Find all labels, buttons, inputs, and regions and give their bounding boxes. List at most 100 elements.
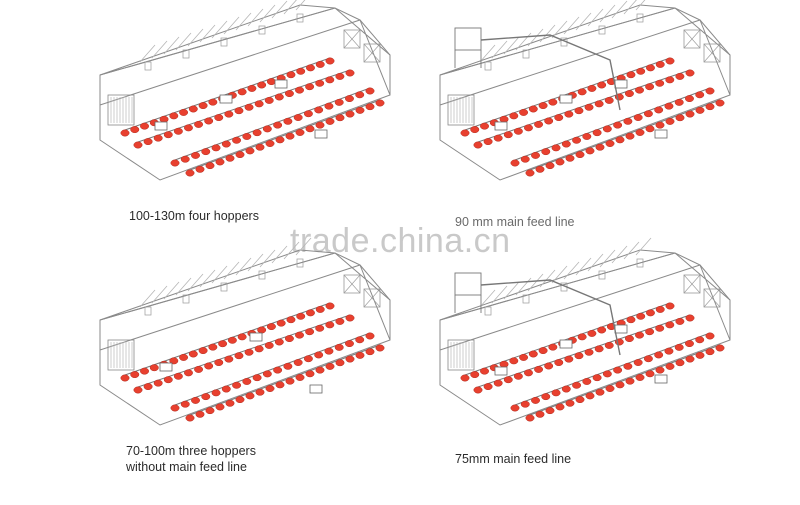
feeder-pan xyxy=(715,99,725,107)
window xyxy=(144,306,152,316)
feeder-pan xyxy=(133,386,143,394)
feeder-pan xyxy=(355,351,365,359)
feeder-pan xyxy=(635,86,644,94)
feeder-pan xyxy=(605,385,615,392)
cooling-pad xyxy=(447,94,475,126)
feeder-pan xyxy=(215,403,225,411)
feeder-pan xyxy=(509,112,519,120)
feeder-pan xyxy=(245,392,255,400)
feeder-pan xyxy=(335,359,345,367)
feeder-pan xyxy=(355,91,365,99)
feeder-pan xyxy=(153,379,163,387)
feeder-pan xyxy=(592,129,602,137)
feeder-pan xyxy=(265,140,275,147)
roof-hatch xyxy=(163,36,180,55)
feeder-pan xyxy=(574,107,584,115)
feeder-pan xyxy=(493,134,503,142)
feeder-pan xyxy=(705,348,715,356)
feeder-pan xyxy=(345,355,355,363)
feeder-pan xyxy=(499,360,509,368)
feeder-pan xyxy=(535,410,545,418)
feeder-pan xyxy=(625,132,635,140)
feeder-pan xyxy=(195,410,205,418)
feeder-pan xyxy=(470,371,480,379)
fan-box xyxy=(683,29,701,49)
feeder-pan xyxy=(242,378,252,385)
roof-hatch xyxy=(587,253,604,272)
house-group xyxy=(99,237,391,426)
hopper xyxy=(154,121,168,131)
house-illustration xyxy=(99,237,391,426)
hopper xyxy=(559,339,573,349)
feeder-pan xyxy=(284,90,294,98)
feeder-pan xyxy=(163,131,173,139)
roof-hatch xyxy=(295,0,306,11)
feeder-pan xyxy=(195,165,205,173)
feeder-pan xyxy=(130,126,140,134)
feeder-pan xyxy=(235,151,245,159)
feeder-pan xyxy=(325,76,335,84)
window xyxy=(220,282,228,292)
hopper xyxy=(249,332,263,342)
feeder-pan xyxy=(266,323,276,331)
diagram-panel-main-feed-line-90 xyxy=(420,0,800,200)
feeder-pan xyxy=(232,381,242,389)
feeder-pan xyxy=(499,115,509,123)
feeder-pan xyxy=(602,125,612,133)
roof-hatch xyxy=(223,16,240,35)
feeder-pan xyxy=(204,117,214,125)
feeder-pan xyxy=(595,388,605,396)
feeder-pan xyxy=(645,328,655,336)
feeder-pan xyxy=(565,154,575,162)
main-feed-line xyxy=(480,34,621,111)
roof-hatch xyxy=(503,281,520,300)
roof-hatch xyxy=(515,277,532,296)
feeder-pan xyxy=(375,344,385,352)
feeder-pan xyxy=(655,324,665,332)
feeder-pan xyxy=(232,136,242,144)
feeder-pan xyxy=(574,352,584,360)
feeder-pan xyxy=(305,83,315,91)
fan-blade xyxy=(683,29,701,49)
feeder-pan xyxy=(169,357,179,365)
feeder-pan xyxy=(460,129,470,137)
feeder-pan xyxy=(582,133,592,140)
feeder-pan xyxy=(285,377,295,385)
feeder-pan xyxy=(355,336,365,344)
roof xyxy=(439,249,676,321)
feed-line xyxy=(137,314,351,388)
feeder-pan xyxy=(685,314,695,322)
feeder-pan xyxy=(604,96,614,104)
back-wall xyxy=(99,7,361,105)
caption-four-hoppers: 100-130m four hoppers xyxy=(129,208,259,224)
feeder-pan xyxy=(194,120,204,128)
hopper xyxy=(654,129,668,139)
feeder-pan xyxy=(303,355,313,363)
feeder-pan xyxy=(262,370,272,378)
cooling-pad xyxy=(107,339,135,371)
feeder-pan xyxy=(645,125,655,133)
feeder-pan xyxy=(655,366,665,374)
fan-blade xyxy=(343,29,361,49)
feeder-pan xyxy=(510,159,520,167)
feeder-pan xyxy=(201,148,211,156)
roof-hatch xyxy=(283,0,297,15)
feeder-pan xyxy=(509,357,519,365)
feeder-pan xyxy=(133,141,143,149)
feeder-pan xyxy=(264,341,274,349)
feeder-pan xyxy=(613,366,623,374)
roof xyxy=(99,249,336,321)
roof-hatch xyxy=(551,265,568,284)
feeder-pan xyxy=(545,162,555,170)
feeder-pan xyxy=(636,312,646,320)
feeder-pan xyxy=(180,155,190,163)
feeder-pan xyxy=(715,344,725,352)
caption-line: 70-100m three hoppers xyxy=(126,444,256,458)
feeder-pan xyxy=(655,121,665,129)
feeder-pan xyxy=(208,343,218,351)
gable-end xyxy=(334,252,391,341)
feeder-pan xyxy=(473,141,483,149)
hopper xyxy=(159,362,173,372)
roof-hatch xyxy=(491,285,508,304)
feeder-pan xyxy=(480,367,489,375)
